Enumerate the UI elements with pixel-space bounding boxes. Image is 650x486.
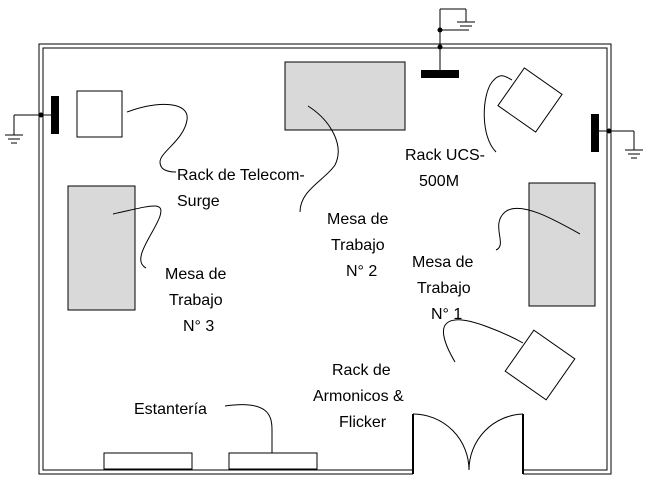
- label-rack-armonicos-line2: Armonicos &: [313, 388, 404, 405]
- ground-icon: [5, 134, 23, 144]
- label-mesa3-line3: N° 3: [183, 318, 214, 335]
- rack-ucs-500m: [497, 67, 563, 133]
- label-rack-telecom-line1: Rack de Telecom-: [177, 167, 305, 184]
- label-estanteria: Estantería: [134, 401, 207, 418]
- label-mesa1-line2: Trabajo: [417, 280, 471, 297]
- double-door: [412, 413, 524, 474]
- label-mesa2-line1: Mesa de: [327, 211, 388, 228]
- ground-connection-left: [5, 96, 59, 144]
- room-walls: [38, 43, 612, 475]
- label-rack-ucs-line1: Rack UCS-: [405, 147, 485, 164]
- leader-lines: [112, 75, 581, 453]
- label-mesa1-line3: N° 1: [431, 306, 462, 323]
- mesa-trabajo-3: [67, 185, 136, 311]
- label-rack-ucs-line2: 500M: [419, 173, 459, 190]
- label-mesa3-line1: Mesa de: [165, 266, 226, 283]
- rack-armonicos-flicker: [504, 329, 576, 401]
- ground-icon: [625, 149, 643, 159]
- label-mesa2-line3: N° 2: [346, 263, 377, 280]
- label-rack-armonicos-line3: Flicker: [339, 414, 387, 431]
- mesa-trabajo-1: [528, 182, 596, 307]
- ground-connection-right: [591, 114, 643, 159]
- ground-icon: [457, 21, 475, 31]
- estanteria-1: [103, 452, 193, 470]
- label-mesa2-line2: Trabajo: [331, 237, 385, 254]
- estanteria-2: [228, 452, 318, 470]
- label-mesa1-line1: Mesa de: [412, 254, 473, 271]
- mesa-trabajo-2: [284, 61, 406, 131]
- ground-connection-top: [421, 8, 475, 78]
- rack-telecom-surge: [76, 90, 123, 138]
- label-mesa3-line2: Trabajo: [169, 292, 223, 309]
- label-rack-armonicos-line1: Rack de: [332, 362, 391, 379]
- label-rack-telecom-line2: Surge: [177, 193, 220, 210]
